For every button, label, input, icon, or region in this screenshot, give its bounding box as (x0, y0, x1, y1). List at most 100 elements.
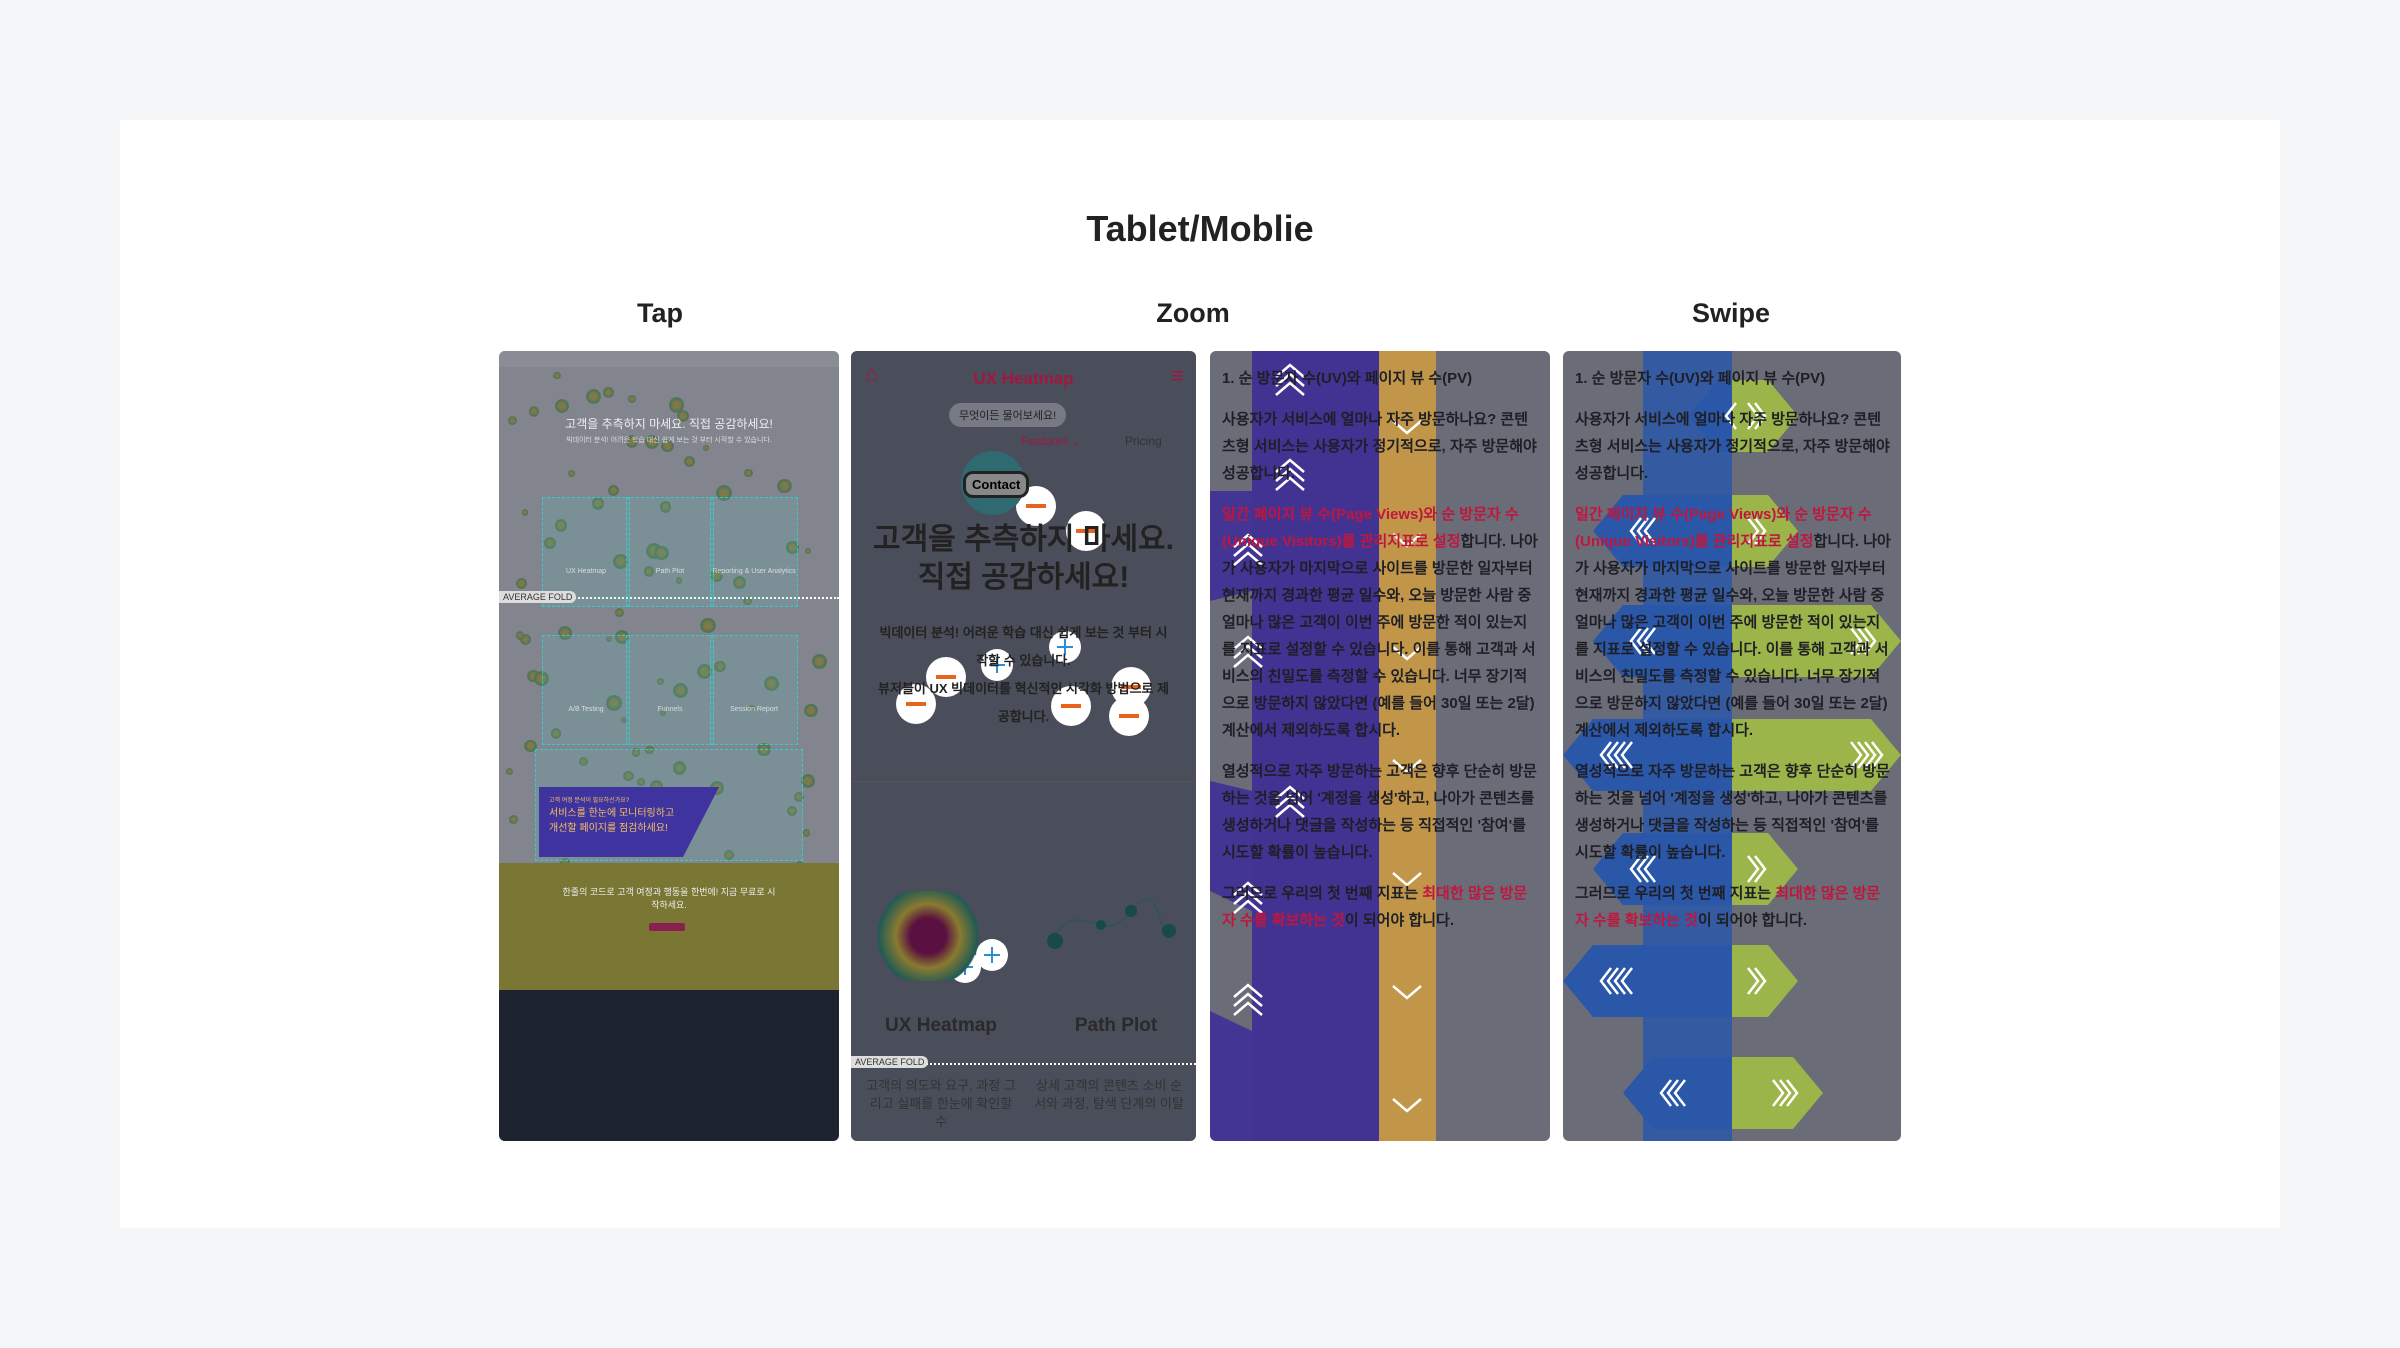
swipe-right-chevron-icon (1779, 1079, 1792, 1107)
tap-heat-dot (608, 484, 620, 497)
swipe-left-arrow-shape (1593, 833, 1732, 905)
zoom-out-marker-icon (926, 657, 966, 697)
swipe-up-chevron-icon (1275, 785, 1305, 800)
swipe-left-chevron-icon (1606, 741, 1619, 769)
section-title: Tablet/Moblie (1086, 208, 1314, 249)
tap-heat-dot (553, 371, 561, 380)
swipe-left-chevron-icon (1659, 1079, 1672, 1107)
tap-heat-dot (802, 829, 811, 837)
swipe-up-chevron-icon (1275, 458, 1305, 473)
swipe-right-chevron-icon (1747, 402, 1760, 430)
tap-heat-dot (804, 547, 812, 555)
swipe-left-chevron-icon (1673, 1079, 1686, 1107)
swipe-up-chevron-icon (1233, 551, 1263, 566)
ask-bubble[interactable]: 무엇이든 물어보세요! (949, 403, 1067, 427)
swipe-left-chevron-icon (1613, 741, 1626, 769)
tap-heat-dot (684, 456, 695, 468)
tap-heat-dot (554, 398, 569, 413)
zoom-out-marker-icon (896, 684, 936, 724)
swipe-up-chevron-icon (1233, 992, 1263, 1007)
nav-pricing[interactable]: Pricing (1125, 434, 1162, 448)
swipe-label: Swipe (1691, 298, 1771, 328)
article-text: 1. 순 방문자 수(UV)와 페이지 뷰 수(PV) 사용자가 서비스에 얼마… (1222, 370, 1538, 929)
swipe-right-chevron-icon (1850, 741, 1863, 769)
tap-sub: 빅데이터 분석! 어려운 학습 대신 쉽게 보는 것 부터 시작할 수 있습니다… (566, 437, 772, 444)
tap-card: A/B Testing (542, 635, 630, 745)
zoom-label: Zoom (1156, 298, 1230, 328)
zoom-in-marker-icon (981, 649, 1013, 681)
swipe-up-chevron-icon (1233, 533, 1263, 548)
swipe-right-chevron-icon (1864, 741, 1877, 769)
feature-desc: 고객의 의도와 요구, 과정 그리고 실패를 한눈에 확인할 수 (866, 1078, 1016, 1129)
swipe-right-chevron-icon (1747, 855, 1760, 883)
swipe-left-arrow-shape (1688, 380, 1732, 452)
feature-ux-heatmap: UX Heatmap (885, 1015, 997, 1036)
swipe-left-arrow-shape (1593, 605, 1732, 677)
tap-heat-dot (700, 617, 716, 634)
swipe-left-chevron-icon (1599, 741, 1612, 769)
contact-button[interactable]: Contact (963, 471, 1030, 498)
chevron-down-icon (1392, 420, 1422, 435)
swipe-up-chevron-icon (1233, 890, 1263, 905)
tap-heat-dot (508, 815, 518, 825)
swipe-right-chevron-icon (1850, 627, 1863, 655)
tap-heat-dot (515, 631, 525, 640)
swipe-up-chevron-icon (1275, 794, 1305, 809)
tap-card: Session Report (710, 635, 798, 745)
tap-heat-dot (777, 478, 792, 494)
zoom-out-marker-icon (1051, 686, 1091, 726)
zoom-in-marker-icon (1049, 631, 1081, 663)
tap-heat-dot (505, 768, 513, 776)
swipe-gesture-bands (1563, 351, 1901, 1141)
swipe-right-chevron-icon (1871, 741, 1884, 769)
swipe-left-chevron-icon (1629, 517, 1642, 545)
swipe-up-chevron-icon (1275, 372, 1305, 387)
tap-heat-dot (804, 703, 818, 718)
tap-label: Tap (637, 298, 683, 328)
path-plot-thumbnail (1047, 899, 1176, 949)
tap-heat-dot (615, 608, 625, 618)
swipe-left-arrow-shape (1563, 945, 1732, 1017)
swipe-left-chevron-icon (1613, 967, 1626, 995)
swipe-right-chevron-icon (1754, 855, 1767, 883)
zoom-headline: 고객을 추측하지 마세요.직접 공감하세요! (872, 523, 1174, 594)
swipe-left-arrow-shape (1563, 719, 1732, 791)
swipe-left-chevron-icon (1666, 1079, 1679, 1107)
fold-label: AVERAGE FOLD (499, 591, 577, 603)
swipe-up-chevron-icon (1275, 467, 1305, 482)
tap-heat-dot (586, 389, 602, 404)
tap-heat-dot (521, 508, 529, 516)
swipe-left-chevron-icon (1620, 741, 1633, 769)
zoom-sub: 빅데이터 분석! 어려운 학습 대신 쉽게 보는 것 부터 시작할 수 있습니다… (878, 625, 1169, 724)
swipe-up-chevron-icon (1275, 381, 1305, 396)
swipe-up-chevron-icon (1233, 1001, 1263, 1016)
tap-cta: 한줄의 코드로 고객 여정과 행동을 한번에! 지금 무료로 시작하세요. (562, 887, 776, 910)
tap-heat-dot (602, 386, 615, 399)
swipe-right-chevron-icon (1857, 741, 1870, 769)
tap-heat-dot (703, 444, 710, 451)
swipe-left-chevron-icon (1643, 627, 1656, 655)
tap-heat-dot (516, 577, 528, 589)
swipe-up-chevron-icon (1233, 635, 1263, 650)
tap-card: Path Plot (626, 497, 714, 607)
swipe-right-chevron-icon (1772, 1079, 1785, 1107)
swipe-left-chevron-icon (1724, 402, 1737, 430)
swipe-left-chevron-icon (1643, 855, 1656, 883)
swipe-left-chevron-icon (1636, 517, 1649, 545)
fold-label: AVERAGE FOLD (851, 1056, 929, 1068)
hamburger-icon[interactable]: ≡ (1171, 363, 1184, 388)
tap-heat-dot (811, 653, 827, 669)
swipe-right-chevron-icon (1754, 402, 1767, 430)
swipe-left-arrow-shape (1623, 1057, 1732, 1129)
swipe-right-arrow-shape (1732, 1057, 1823, 1129)
tap-cta-button[interactable] (649, 923, 685, 931)
tap-card: Funnels (626, 635, 714, 745)
swipe-gesture-panel: 1. 순 방문자 수(UV)와 페이지 뷰 수(PV) 사용자가 서비스에 얼마… (1563, 351, 1901, 1141)
zoom-out-marker-icon (1109, 696, 1149, 736)
swipe-right-chevron-icon (1754, 967, 1767, 995)
feature-desc: 상세 고객의 콘텐츠 소비 순서와 과정, 탐색 단계의 이탈 (1034, 1078, 1184, 1111)
swipe-left-chevron-icon (1629, 627, 1642, 655)
swipe-up-chevron-icon (1233, 881, 1263, 896)
chevron-down-icon (1392, 985, 1422, 1000)
nav-features[interactable]: Features ⌄ (1021, 434, 1082, 448)
